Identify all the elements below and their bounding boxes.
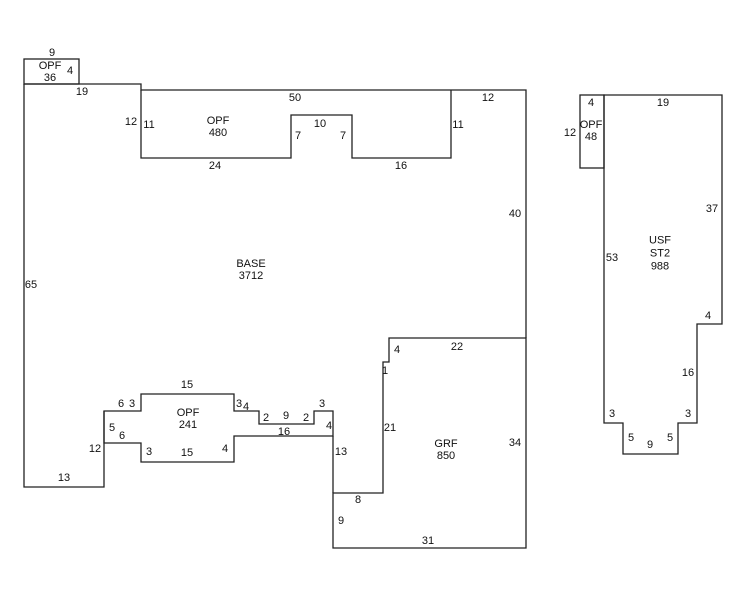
dimension-label: 3 [128,398,136,410]
dimension-label: 4 [587,97,595,109]
dimension-label: 15 [180,447,194,459]
dimension-label: 8 [354,494,362,506]
dimension-label: 12 [124,116,138,128]
dimension-label: 15 [180,379,194,391]
dimension-label: 4 [66,65,74,77]
dimension-label: 50 [288,92,302,104]
base-left-outline [23,84,105,488]
dimension-label: 65 [24,279,38,291]
dimension-label: 9 [337,515,345,527]
dimension-label: 13 [57,472,71,484]
dimension-label: 6 [117,398,125,410]
dimension-label: 37 [705,203,719,215]
dimension-label: 1 [381,365,389,377]
dimension-label: 4 [704,310,712,322]
dimension-label: 19 [656,97,670,109]
dimension-label: 16 [277,426,291,438]
dimension-label: 4 [242,401,250,413]
dimension-label: 3 [235,398,243,410]
dimension-label: 22 [450,341,464,353]
dimension-label: 21 [383,422,397,434]
dimension-label: 11 [143,119,155,131]
dimension-label: 9 [48,47,56,59]
dimension-label: 5 [108,422,116,434]
dimension-label: 16 [394,160,408,172]
dimension-label: 4 [325,420,333,432]
dimension-label: 2 [262,412,270,424]
dimension-label: 4 [393,344,401,356]
dimension-label: 11 [452,119,464,131]
dimension-label: 3 [318,398,326,410]
dimension-label: 5 [627,432,635,444]
dimension-label: 5 [666,432,674,444]
dimension-label: 9 [646,439,654,451]
dimension-label: 16 [681,367,695,379]
dimension-label: 24 [208,160,222,172]
dimension-label: 34 [508,437,522,449]
dimension-label: 3 [684,408,692,420]
grf-outline [332,337,527,549]
usf-outline [603,94,723,455]
dimension-label: 4 [221,443,229,455]
dimension-label: 31 [421,535,435,547]
opf-241-outline [103,393,334,463]
dimension-label: 12 [88,443,102,455]
dimension-label: 12 [563,127,577,139]
dimension-label: 6 [118,430,126,442]
dimension-label: 53 [605,252,619,264]
dimension-label: 3 [608,408,616,420]
dimension-label: 2 [302,412,310,424]
dimension-label: 19 [75,86,89,98]
dimension-label: 12 [481,92,495,104]
dimension-label: 40 [508,208,522,220]
dimension-label: 3 [145,446,153,458]
dimension-label: 9 [282,410,290,422]
dimension-label: 13 [334,446,348,458]
dimension-label: 10 [313,118,327,130]
dimension-label: 7 [339,130,347,142]
dimension-label: 7 [294,130,302,142]
opf-480-outline [140,90,452,159]
